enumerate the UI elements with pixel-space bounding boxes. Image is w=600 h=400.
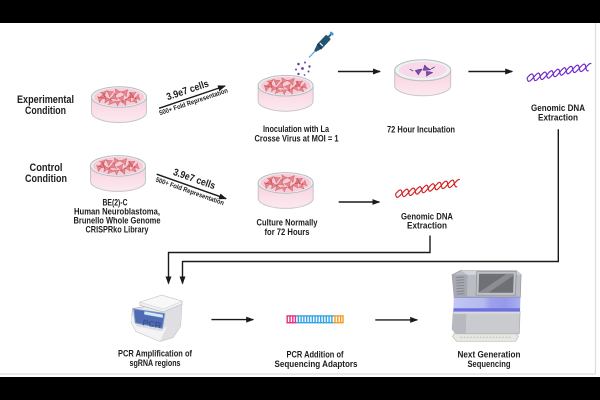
svg-text:PCR: PCR xyxy=(142,318,162,330)
svg-text:Crosse Virus at MOI = 1: Crosse Virus at MOI = 1 xyxy=(255,133,340,144)
svg-text:Condition: Condition xyxy=(25,173,67,185)
svg-text:Sequencing Adaptors: Sequencing Adaptors xyxy=(275,359,358,370)
svg-text:for 72 Hours: for 72 Hours xyxy=(265,227,310,238)
svg-text:Condition: Condition xyxy=(25,105,66,117)
svg-text:PCR Addition of: PCR Addition of xyxy=(287,349,345,360)
svg-text:Culture Normally: Culture Normally xyxy=(257,217,319,228)
svg-text:BE(2)-C: BE(2)-C xyxy=(103,198,128,209)
svg-text:Control: Control xyxy=(30,162,63,174)
svg-text:Inoculation with La: Inoculation with La xyxy=(263,124,330,135)
svg-text:Brunello Whole Genome: Brunello Whole Genome xyxy=(74,215,161,226)
svg-text:CRISPRko Library: CRISPRko Library xyxy=(86,224,150,235)
svg-text:sgRNA regions: sgRNA regions xyxy=(130,358,181,369)
svg-text:Experimental: Experimental xyxy=(17,94,74,106)
svg-text:72 Hour Incubation: 72 Hour Incubation xyxy=(387,124,455,135)
svg-text:Sequencing: Sequencing xyxy=(468,359,511,370)
svg-text:PCR Amplification of: PCR Amplification of xyxy=(118,349,193,360)
svg-text:Next Generation: Next Generation xyxy=(458,349,521,360)
svg-text:Extraction: Extraction xyxy=(407,221,447,232)
svg-text:Genomic DNA: Genomic DNA xyxy=(401,211,453,222)
svg-text:Extraction: Extraction xyxy=(538,112,578,123)
svg-text:Genomic DNA: Genomic DNA xyxy=(531,103,585,114)
svg-text:Human Neuroblastoma,: Human Neuroblastoma, xyxy=(74,207,160,218)
